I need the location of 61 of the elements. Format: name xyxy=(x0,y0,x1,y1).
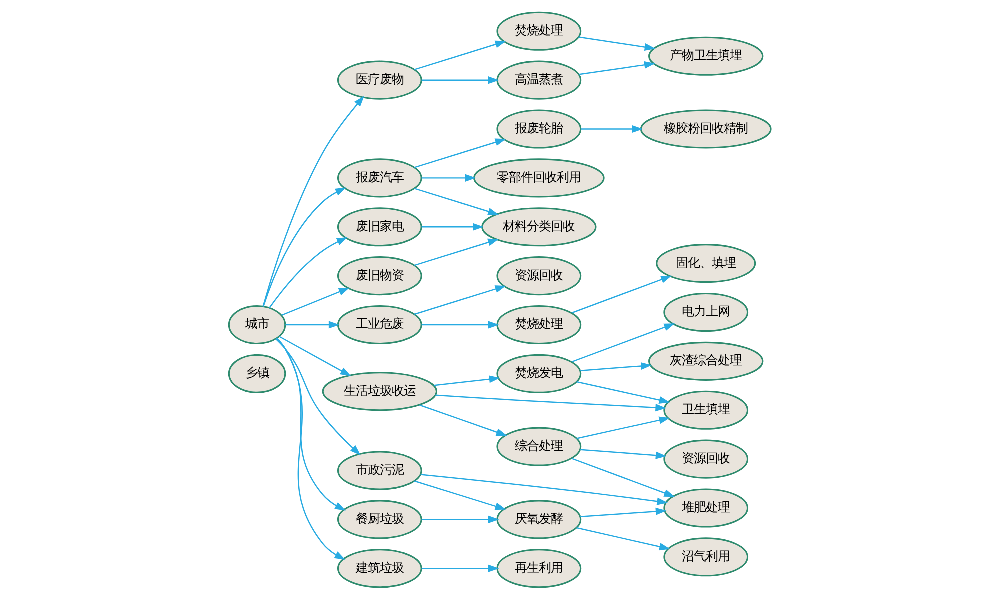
arrow xyxy=(572,276,672,314)
arrow xyxy=(276,338,362,456)
node-ellipse: 报废汽车 xyxy=(337,158,422,198)
node-ellipse: 再生利用 xyxy=(496,549,582,588)
arrow xyxy=(414,188,500,216)
node-ellipse: 餐厨垃圾 xyxy=(337,500,422,540)
arrow xyxy=(578,36,656,52)
arrow xyxy=(576,416,670,440)
node-ellipse: 焚烧发电 xyxy=(496,354,582,394)
arrow xyxy=(572,324,676,363)
arrow xyxy=(580,125,644,134)
arrow xyxy=(276,338,346,511)
arrow xyxy=(580,449,667,460)
arrow xyxy=(579,61,656,76)
arrow xyxy=(422,321,500,329)
node-ellipse: 沼气利用 xyxy=(664,538,749,577)
arrow xyxy=(262,96,364,307)
arrow xyxy=(576,527,670,551)
node-ellipse: 资源回收 xyxy=(664,440,749,479)
arrow xyxy=(286,321,340,329)
arrow xyxy=(580,362,652,372)
node-ellipse: 报废轮胎 xyxy=(496,110,582,149)
arrow xyxy=(414,286,506,316)
arrow xyxy=(269,237,348,308)
node-ellipse: 零部件回收利用 xyxy=(473,158,605,198)
arrow xyxy=(422,76,500,84)
arrow xyxy=(422,516,500,524)
arrow xyxy=(414,480,506,510)
arrow xyxy=(420,404,508,436)
node-ellipse: 产物卫生填埋 xyxy=(648,36,764,76)
arrow xyxy=(414,40,506,70)
arrow xyxy=(422,564,500,572)
node-ellipse: 医疗废物 xyxy=(337,60,422,100)
arrow xyxy=(420,474,668,506)
arrow xyxy=(414,138,506,168)
node-ellipse: 厌氧发酵 xyxy=(496,500,582,540)
arrow xyxy=(436,394,667,412)
node-ellipse: 建筑垃圾 xyxy=(337,549,422,588)
arrow xyxy=(263,188,346,307)
node-ellipse: 焚烧处理 xyxy=(496,305,582,344)
arrow xyxy=(576,381,670,404)
node-ellipse: 高温蒸煮 xyxy=(496,60,582,100)
node-ellipse: 橡胶粉回收精制 xyxy=(640,110,772,149)
arrow xyxy=(276,338,346,560)
node-ellipse: 焚烧处理 xyxy=(496,12,582,51)
arrow xyxy=(282,288,350,316)
node-ellipse: 资源回收 xyxy=(496,256,582,296)
node-ellipse: 城市 xyxy=(228,305,286,344)
node-ellipse: 乡镇 xyxy=(228,354,286,394)
node-ellipse: 市政污泥 xyxy=(337,451,422,490)
arrow xyxy=(580,508,667,518)
arrow xyxy=(572,458,676,498)
arrow xyxy=(434,376,500,386)
arrow xyxy=(414,238,500,266)
node-ellipse: 工业危废 xyxy=(337,305,422,344)
arrow xyxy=(422,174,476,182)
arrow xyxy=(279,336,352,376)
node-ellipse: 生活垃圾收运 xyxy=(322,372,438,412)
node-ellipse: 灰渣综合处理 xyxy=(648,342,764,381)
arrow xyxy=(422,223,484,231)
node-ellipse: 卫生填埋 xyxy=(664,390,749,430)
